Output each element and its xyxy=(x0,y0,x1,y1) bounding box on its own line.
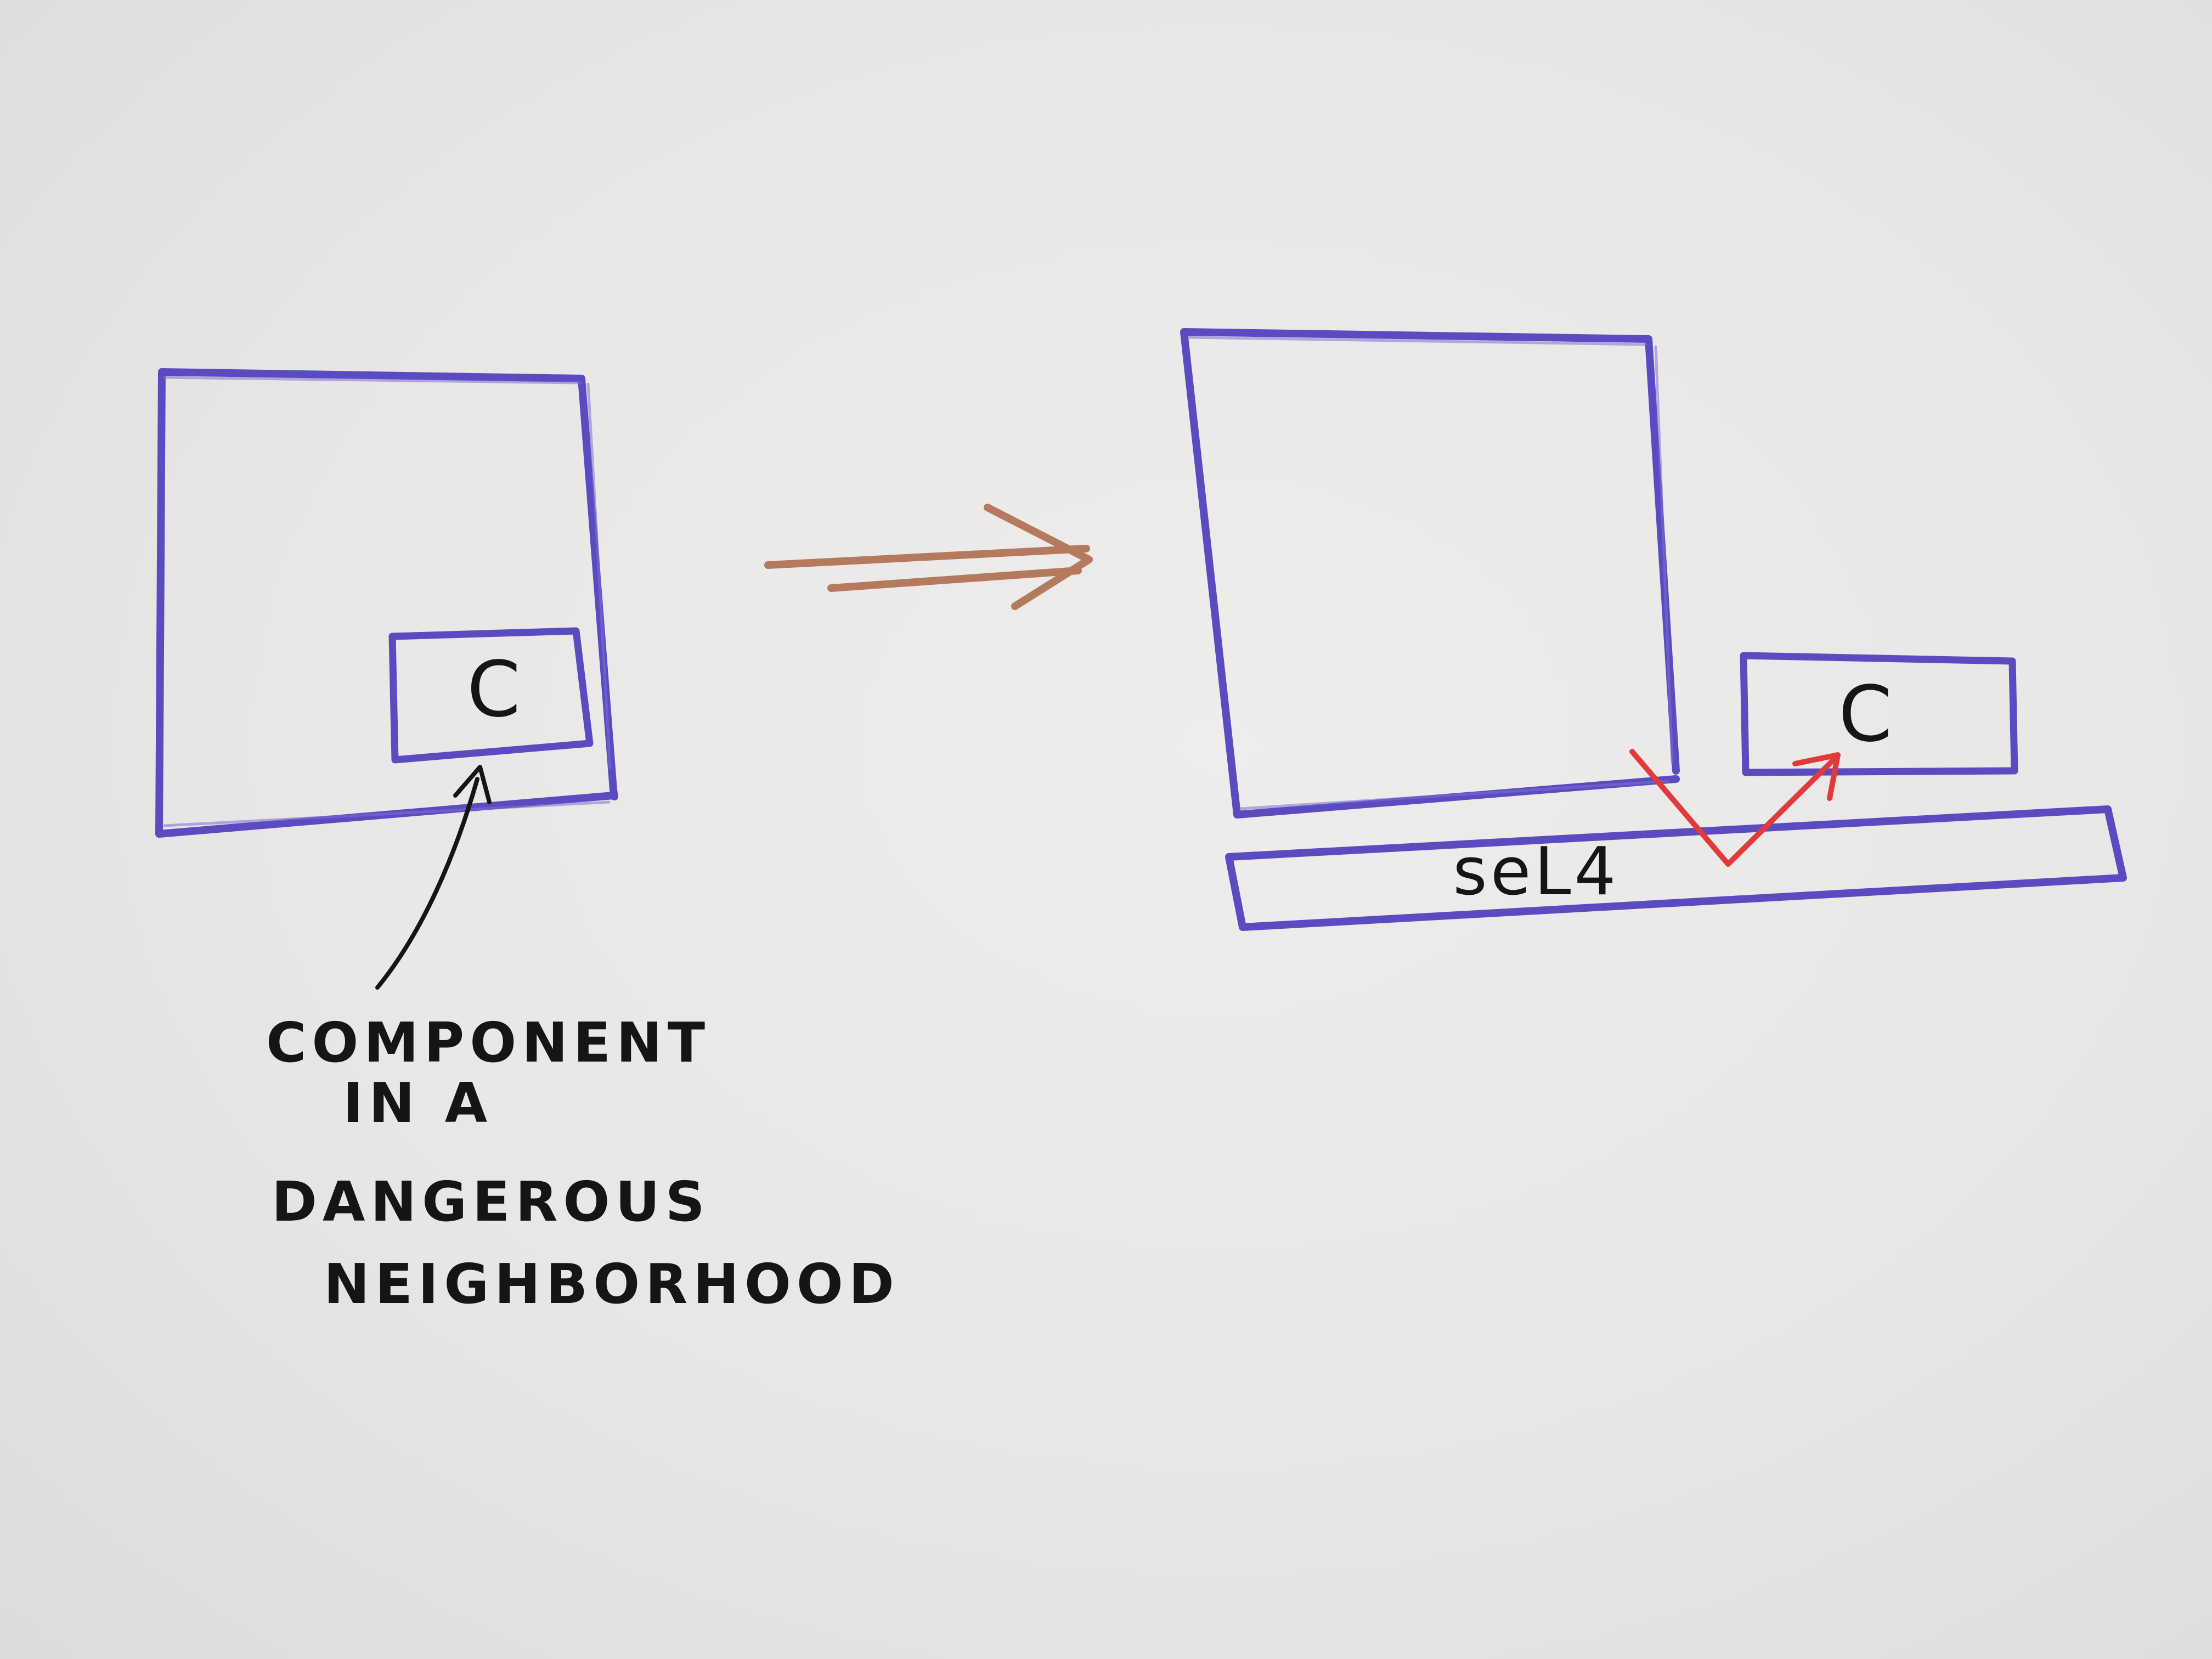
double-arrow-icon xyxy=(764,504,1093,610)
right-system-box-shadow xyxy=(1188,336,1674,810)
left-diagram: C COMPONENT IN A DANGEROUS NEIGHBORHOOD xyxy=(155,368,900,1316)
check-arrow-icon xyxy=(1629,749,1838,867)
left-component-box xyxy=(388,627,594,764)
left-system-box xyxy=(155,368,618,838)
transition-arrow-head xyxy=(984,504,1093,610)
left-component-label: C xyxy=(467,645,521,735)
right-component-label: C xyxy=(1838,670,1892,759)
right-component-box xyxy=(1740,652,2018,776)
check-arrowhead xyxy=(1792,752,1841,801)
right-diagram: C seL4 xyxy=(1180,328,2127,931)
kernel-label: seL4 xyxy=(1453,834,1620,910)
annotation-line-2: IN A xyxy=(343,1071,493,1135)
pointer-arrow-icon xyxy=(375,777,479,990)
kernel-bar xyxy=(1225,805,2127,931)
left-system-box-shadow xyxy=(163,376,612,827)
transition-arrow-shaft-top xyxy=(764,545,1090,569)
right-system-box xyxy=(1180,328,1680,819)
transition-arrow-shaft-bottom xyxy=(827,567,1082,592)
annotation-line-3: DANGEROUS xyxy=(272,1170,710,1234)
annotation-line-4: NEIGHBORHOOD xyxy=(324,1252,900,1316)
annotation-line-1: COMPONENT xyxy=(266,1011,710,1075)
pointer-arrowhead xyxy=(453,765,492,804)
